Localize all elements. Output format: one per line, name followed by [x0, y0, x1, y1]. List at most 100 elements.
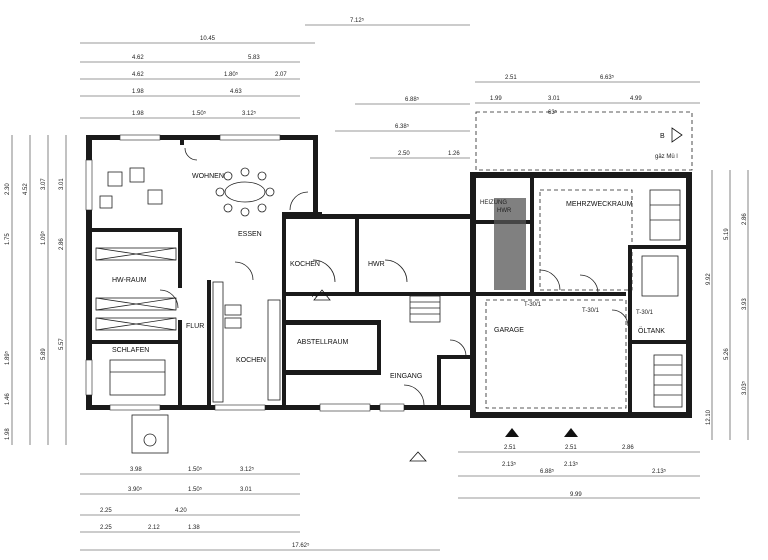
dim-462b: 4.62	[132, 72, 144, 78]
dim-312: 3.12⁵	[242, 110, 257, 117]
dim-v992: 9.92	[706, 273, 712, 285]
dim-b138: 1.38	[188, 525, 200, 531]
dim-452: 4.52	[23, 183, 29, 195]
left-building	[85, 134, 322, 411]
room-garage: GARAGE	[494, 327, 524, 334]
dim-175: 1.75	[5, 233, 11, 245]
dim-v1210: 12.10	[706, 409, 712, 425]
dim-b420: 4.20	[175, 508, 187, 514]
room-schlafen: SCHLAFEN	[112, 347, 149, 354]
dim-663: 6.63⁵	[600, 74, 615, 81]
door-swing-entrance	[403, 384, 425, 406]
dim-688: 6.88⁵	[405, 96, 420, 103]
dim-b150b: 1.50⁵	[188, 486, 203, 493]
dim-7125: 7.12⁵	[350, 17, 365, 24]
door-label-t30-1: T-30/1	[524, 302, 542, 308]
dim-499: 4.99	[630, 96, 642, 102]
door-swing-mehrzweck	[579, 274, 599, 294]
door-swing-oltank	[611, 309, 629, 327]
dim-v286: 2.86	[742, 213, 748, 225]
dim-301: 3.01	[59, 178, 65, 190]
dim-301: 3.01	[548, 96, 560, 102]
section-a-marker	[313, 289, 331, 301]
dim-b150a: 1.50⁵	[188, 466, 203, 473]
dim-b390: 3.90⁵	[128, 486, 143, 493]
kitchen-left-counters	[212, 281, 281, 403]
dim-b225a: 2.25	[100, 508, 112, 514]
right-building	[470, 172, 692, 418]
dim-v393: 3.93	[742, 298, 748, 310]
dim-b212: 2.12	[148, 525, 160, 531]
section-a-label: A	[312, 292, 317, 299]
mehrzweck-outline	[539, 189, 633, 291]
door-swing-kitchen	[234, 261, 254, 281]
dim-63: 63⁵	[548, 109, 558, 116]
room-hwr-small: HWR	[497, 208, 512, 214]
dim-198b: 1.98	[132, 111, 144, 117]
dim-r213c: 2.13⁵	[652, 468, 667, 475]
dim-198a: 1.98	[132, 89, 144, 95]
terrace-outline	[475, 111, 693, 171]
room-hw-raum: HW-RAUM	[112, 277, 147, 284]
entry-steps	[131, 414, 169, 454]
dining-table	[215, 167, 275, 217]
dim-230: 2.30	[5, 183, 11, 195]
room-flur: FLUR	[186, 323, 204, 330]
door-swing-essen	[289, 191, 309, 211]
arrow-marker-1	[505, 428, 519, 437]
room-oltank: ÖLTANK	[638, 327, 665, 335]
north-arrow	[409, 451, 427, 462]
dim-v303: 3.03⁵	[741, 380, 748, 395]
dim-150: 1.50⁵	[192, 110, 207, 117]
entry-stair	[409, 295, 441, 323]
right-stairs	[649, 189, 683, 408]
right-dimension-lines	[711, 170, 749, 440]
dim-251: 2.51	[505, 75, 517, 81]
dim-b312: 3.12⁵	[240, 466, 255, 473]
dim-126: 1.26	[448, 151, 460, 157]
dim-b17625: 17.62⁵	[292, 542, 310, 549]
dim-r251a: 2.51	[504, 445, 516, 451]
dim-307: 3.07	[41, 178, 47, 190]
dim-589: 5.89	[41, 348, 47, 360]
dim-189: 1.89⁵	[4, 350, 11, 365]
dim-146: 1.46	[5, 393, 11, 405]
room-wohnen: WOHNEN	[192, 173, 224, 180]
dim-250: 2.50	[398, 151, 410, 157]
dim-v526: 5.26	[724, 348, 730, 360]
bottom-dimension-lines	[80, 451, 700, 551]
dim-463: 4.63	[230, 89, 242, 95]
dim-199: 1.99	[490, 96, 502, 102]
room-eingang: EINGANG	[390, 373, 422, 380]
dim-b398a: 3.98	[130, 467, 142, 473]
room-kochen-mid: KOCHEN	[290, 261, 320, 268]
door-label-t30-2: T-30/1	[582, 308, 600, 314]
dim-r213a: 2.13⁵	[502, 461, 517, 468]
dim-180: 1.80⁵	[224, 71, 239, 78]
room-abstellraum: ABSTELLRAUM	[297, 339, 349, 346]
dim-207: 2.07	[275, 72, 287, 78]
arrow-marker-2	[564, 428, 578, 437]
door-swing-garage	[539, 269, 561, 291]
room-hwr: HWR	[368, 261, 385, 268]
dim-462a: 4.62	[132, 55, 144, 61]
door-swing-eingang	[449, 339, 467, 357]
top-dimension-lines	[80, 24, 700, 159]
dim-109: 1.09⁵	[40, 230, 47, 245]
dim-r688: 6.88⁵	[540, 468, 555, 475]
dim-v519: 5.19	[724, 228, 730, 240]
dim-r251b: 2.51	[565, 445, 577, 451]
door-swing-flur	[159, 289, 179, 309]
dim-b225b: 2.25	[100, 525, 112, 531]
section-b-label: B	[660, 133, 665, 140]
dim-r286: 2.86	[622, 445, 634, 451]
middle-building	[286, 214, 476, 412]
hw-raum-cabinets	[95, 247, 177, 331]
oil-tank	[641, 255, 679, 297]
dim-583: 5.83	[248, 55, 260, 61]
dim-198: 1.98	[5, 428, 11, 440]
dim-b301: 3.01	[240, 487, 252, 493]
door-swing-kochen-mid	[312, 259, 336, 283]
room-kochen-left: KOCHEN	[236, 357, 266, 364]
